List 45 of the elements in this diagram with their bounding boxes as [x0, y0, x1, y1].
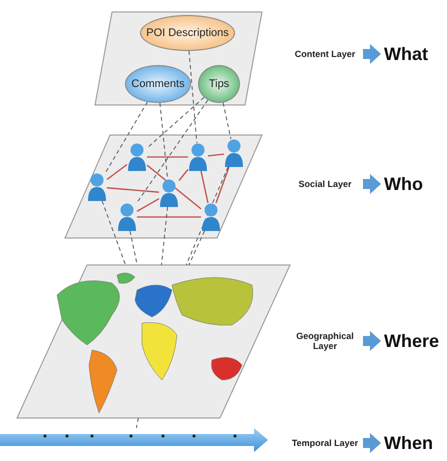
layer-plane	[65, 135, 262, 238]
dashed-link	[104, 102, 148, 174]
layer-plane	[95, 12, 262, 105]
person-icon	[159, 179, 179, 207]
link-line	[147, 156, 188, 158]
question-word: Who	[384, 168, 444, 200]
dashed-link	[136, 100, 208, 204]
dashed-link	[161, 206, 168, 266]
layer-label: Content Layer	[290, 44, 360, 64]
link-line	[136, 198, 160, 212]
map-layer-plane	[17, 265, 290, 418]
person-icon	[127, 143, 147, 171]
layer-label: Temporal Layer	[290, 428, 360, 458]
block-arrow	[363, 174, 381, 194]
dashed-link	[188, 50, 198, 144]
link-line	[137, 216, 201, 218]
link-line	[146, 164, 202, 210]
person-icon	[188, 143, 208, 171]
link-line	[200, 170, 209, 204]
dashed-link	[186, 166, 228, 266]
person-icon	[224, 139, 244, 167]
dashed-link	[222, 102, 232, 140]
link-line	[208, 153, 224, 157]
link-line	[178, 169, 188, 181]
layer-label: Social Layer	[290, 174, 360, 194]
link-line	[215, 166, 230, 204]
question-word: Where	[384, 325, 444, 357]
block-arrow	[363, 44, 381, 64]
dashed-link	[102, 200, 126, 266]
person-icon	[201, 203, 221, 231]
person-icon	[117, 203, 137, 231]
layer-label: Geographical Layer	[290, 326, 360, 356]
dashed-link	[130, 230, 138, 266]
person-icon	[87, 173, 107, 201]
dashed-link	[136, 418, 139, 428]
dashed-link	[146, 96, 204, 149]
dashed-link	[188, 230, 205, 266]
question-word: What	[384, 38, 444, 70]
timeline-arrow	[0, 428, 268, 452]
dashed-link	[159, 102, 168, 180]
block-arrow	[363, 433, 381, 453]
link-line	[106, 164, 128, 180]
question-word: When	[384, 427, 444, 459]
link-line	[106, 187, 160, 193]
block-arrow	[363, 331, 381, 351]
